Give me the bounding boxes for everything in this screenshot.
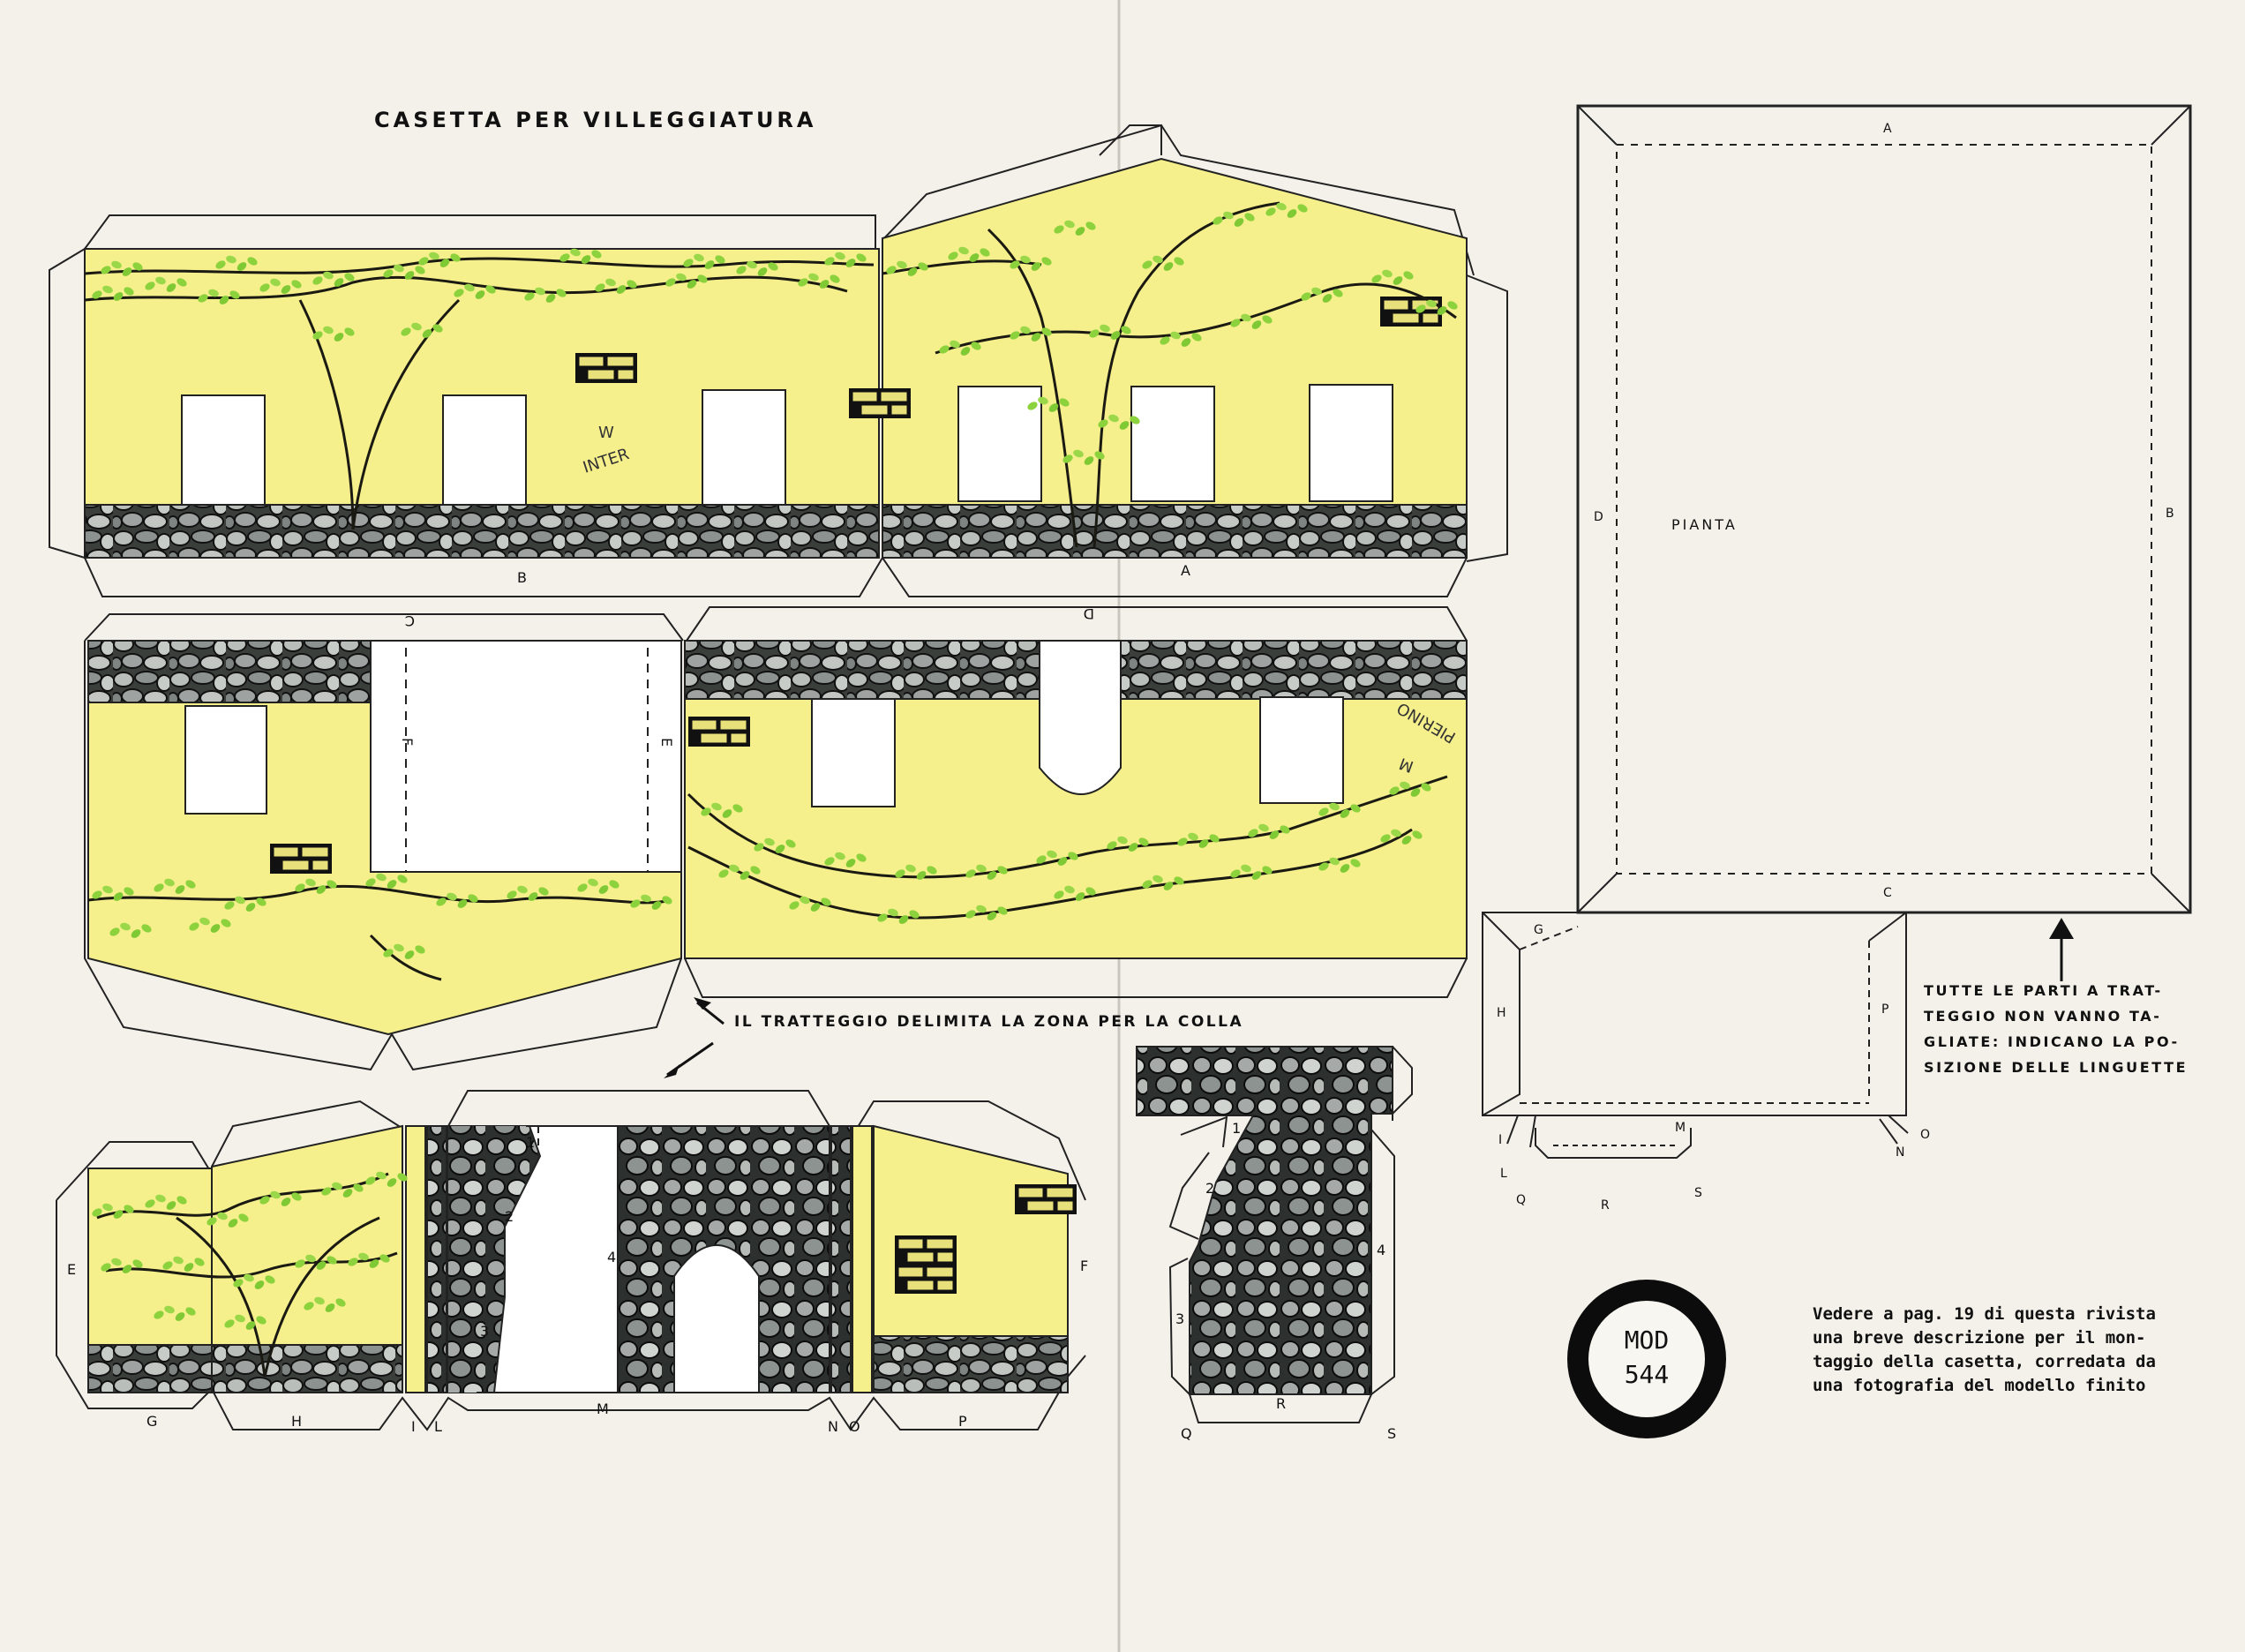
label-E-bottom: E (67, 1261, 76, 1278)
label-G: G (146, 1413, 157, 1430)
plan-label-H: H (1497, 1006, 1506, 1020)
window (1259, 696, 1344, 804)
plan-label-B: B (2166, 507, 2174, 521)
glue-zone-note: IL TRATTEGGIO DELIMITA LA ZONA PER LA CO… (734, 1013, 1244, 1031)
ref-line: una breve descrizione per il mon- (1813, 1328, 2146, 1348)
window (442, 394, 527, 506)
label-M: M (597, 1400, 609, 1417)
window (1130, 386, 1215, 502)
label-F: F (399, 738, 416, 746)
label-A: A (1181, 562, 1190, 579)
door-opening (370, 640, 682, 873)
window (702, 389, 786, 506)
scribble-w: W (598, 424, 614, 442)
page-title: CASETTA PER VILLEGGIATURA (374, 108, 817, 132)
window (811, 698, 896, 807)
note-line: SIZIONE DELLE LINGUETTE (1924, 1059, 2189, 1076)
stair-label-4: 4 (1377, 1242, 1385, 1258)
ref-line: taggio della casetta, corredata da (1813, 1352, 2156, 1371)
label-N: N (828, 1418, 838, 1435)
plan-label-Q: Q (1516, 1193, 1526, 1207)
label-E: E (658, 738, 675, 747)
label-L: L (434, 1418, 442, 1435)
stair-label-2: 2 (1205, 1180, 1214, 1197)
plan-label: PIANTA (1671, 516, 1738, 533)
plan-label-S: S (1694, 1186, 1702, 1200)
arch-opening (673, 1244, 760, 1393)
note-line: GLIATE: INDICANO LA PO- (1924, 1033, 2180, 1050)
plan-label-N: N (1896, 1145, 1904, 1160)
model-badge-line1: MOD (1624, 1325, 1670, 1355)
brick-patch (687, 716, 751, 747)
label-step-3: 3 (480, 1323, 489, 1340)
plan-label-D: D (1594, 510, 1603, 524)
label-P: P (958, 1413, 967, 1430)
brick-patch (848, 387, 912, 419)
ref-line: Vedere a pag. 19 di questa rivista (1813, 1304, 2156, 1324)
plan-label-A: A (1883, 122, 1892, 136)
model-badge-inner: MOD 544 (1588, 1301, 1705, 1417)
plan-label-R: R (1601, 1198, 1610, 1213)
ref-line: una fotografia del modello finito (1813, 1376, 2146, 1395)
wall-strip-middle: C D F E (84, 605, 1468, 1071)
brick-patch (894, 1263, 957, 1295)
floor-plan: PIANTA A B C D G H P I L Q R M S N O (1482, 104, 2192, 1213)
label-D: D (1084, 605, 1094, 622)
plan-label-O: O (1920, 1128, 1930, 1142)
dashed-parts-note: TUTTE LE PARTI A TRAT- TEGGIO NON VANNO … (1924, 978, 2224, 1080)
glue-arrow-head-2 (664, 1064, 680, 1078)
label-step-1: 1 (526, 1134, 535, 1151)
window (1309, 384, 1393, 502)
plan-label-I: I (1498, 1133, 1502, 1147)
note-arrow-head (2049, 918, 2074, 939)
plan-label-C: C (1883, 886, 1892, 900)
label-B: B (517, 569, 527, 586)
stair-label-S: S (1387, 1425, 1396, 1442)
note-line: TUTTE LE PARTI A TRAT- (1924, 982, 2163, 999)
glue-arrow-head (694, 997, 711, 1010)
note-line: TEGGIO NON VANNO TA- (1924, 1008, 2162, 1025)
wall-strip-bottom: E F G H I L M N O P 1 2 3 4 (56, 1090, 1088, 1435)
window (184, 705, 267, 815)
brick-patch (1014, 1183, 1077, 1215)
model-badge-line2: 544 (1624, 1360, 1670, 1389)
label-step-4: 4 (607, 1249, 616, 1265)
staircase-piece: 1 2 3 4 R Q S (1136, 1046, 1413, 1442)
label-O: O (849, 1418, 860, 1435)
label-C: C (405, 612, 415, 629)
stair-label-1: 1 (1232, 1120, 1241, 1137)
label-H: H (291, 1413, 302, 1430)
wall-strip-top: B A (49, 124, 1508, 597)
label-I: I (411, 1418, 416, 1435)
window (957, 386, 1042, 502)
brick-patch (574, 352, 638, 384)
window (181, 394, 266, 506)
stair-label-R: R (1276, 1395, 1286, 1412)
brick-patch (269, 843, 333, 875)
reference-note: Vedere a pag. 19 di questa rivista una b… (1813, 1303, 2183, 1398)
stair-label-Q: Q (1181, 1425, 1192, 1442)
model-badge: MOD 544 (1567, 1280, 1726, 1438)
stair-label-3: 3 (1175, 1310, 1184, 1327)
plan-label-P: P (1881, 1002, 1888, 1017)
label-F-bottom: F (1080, 1258, 1088, 1274)
plan-label-M: M (1675, 1121, 1686, 1135)
plan-label-G: G (1534, 923, 1543, 937)
label-step-2: 2 (505, 1208, 514, 1225)
arch-opening (1039, 640, 1122, 795)
brick-patch (894, 1235, 957, 1266)
plan-label-L: L (1500, 1167, 1507, 1181)
